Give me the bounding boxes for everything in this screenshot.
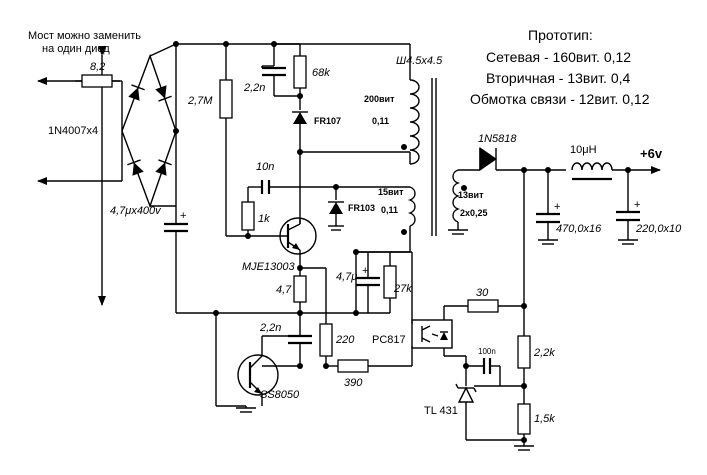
w-primary-wire: 0,11	[372, 116, 389, 126]
w-fb-turns: 15вит	[378, 187, 404, 197]
r-emitter-label: 4,7	[276, 284, 292, 296]
c-tl-label: 100n	[478, 347, 496, 356]
prototype-secondary: Вторичная - 13вит. 0,4	[486, 70, 631, 86]
w-sec-wire: 2x0,25	[460, 208, 488, 218]
bridge-rectifier	[121, 53, 177, 209]
d-out-label: 1N5818	[478, 133, 517, 145]
resistor-emitter	[293, 275, 307, 303]
bridge-label: 1N4007x4	[48, 125, 98, 137]
tl-label: TL 431	[424, 405, 458, 417]
resistor-base	[319, 323, 333, 357]
core-label: Ш4.5x4.5	[396, 55, 443, 67]
secondary-winding	[452, 169, 461, 223]
c-out2-label: 220,0x10	[635, 223, 682, 235]
prototype-notes: Прототип: Сетевая - 160вит. 0,12 Вторичн…	[470, 27, 650, 107]
w-fb-wire: 0,11	[381, 205, 398, 215]
diode-fr103	[329, 202, 343, 214]
prototype-title: Прототип:	[528, 27, 593, 43]
c-aux-label: 4,7μ	[336, 271, 357, 283]
resistor-input	[81, 74, 113, 88]
inductor-out	[571, 162, 613, 171]
d-snub-label: FR107	[314, 116, 341, 126]
feedback-winding	[407, 186, 416, 227]
w-primary-turns: 200вит	[364, 94, 395, 104]
resistor-div-bot	[517, 403, 531, 435]
r-div-bot-label: 1,5k	[534, 413, 555, 425]
bridge-note-line1: Мост можно заменить	[28, 30, 141, 42]
r-led-label: 390	[344, 377, 363, 389]
resistor-led	[337, 359, 369, 373]
c-base-label: 2,2n	[259, 322, 281, 334]
opto-label: PC817	[372, 334, 406, 346]
resistor-snub	[293, 55, 307, 89]
c-out1-label: 470,0x16	[556, 223, 602, 235]
primary-winding	[409, 79, 420, 165]
r-start-label: 2,7M	[187, 95, 213, 107]
svg-text:+: +	[634, 199, 640, 211]
resistor-opto	[467, 299, 499, 313]
prototype-primary: Сетевая - 160вит. 0,12	[486, 49, 631, 65]
q-main-label: MJE13003	[242, 261, 295, 273]
svg-text:+: +	[180, 210, 186, 222]
transistor-main	[279, 217, 317, 255]
tl431	[457, 386, 475, 403]
bridge-note-line2: на один диод	[42, 43, 110, 55]
resistor-start	[219, 79, 233, 119]
bridge-note: Мост можно заменить на один диод	[28, 30, 141, 55]
c-fb-label: 10n	[256, 161, 274, 173]
r-opto-label: 30	[476, 287, 489, 299]
out-voltage: +6v	[640, 146, 663, 161]
r-input-label: 8,2	[90, 61, 105, 73]
bulk-cap-label: 4,7μx400v	[110, 205, 162, 217]
svg-text:+: +	[554, 201, 560, 213]
transistor-ctrl	[237, 354, 279, 396]
w-sec-turns: 13вит	[458, 190, 484, 200]
r-div-top-label: 2,2k	[533, 347, 555, 359]
r-aux-label: 27k	[393, 283, 412, 295]
r-fb-label: 1k	[258, 213, 270, 225]
q-ctrl-label: SS8050	[260, 389, 300, 401]
l-out-label: 10μH	[570, 144, 597, 156]
c-snub-label: 2,2n	[243, 82, 265, 94]
r-snub-label: 68k	[312, 67, 330, 79]
d-fb-label: FR103	[348, 203, 375, 213]
svg-text:+: +	[362, 265, 368, 277]
diode-fr107	[293, 112, 307, 124]
resistor-div-top	[517, 335, 531, 369]
optocoupler	[411, 319, 453, 349]
prototype-feedback: Обмотка связи - 12вит. 0,12	[470, 91, 650, 107]
r-base-label: 220	[335, 334, 355, 346]
resistor-fb	[241, 201, 255, 231]
